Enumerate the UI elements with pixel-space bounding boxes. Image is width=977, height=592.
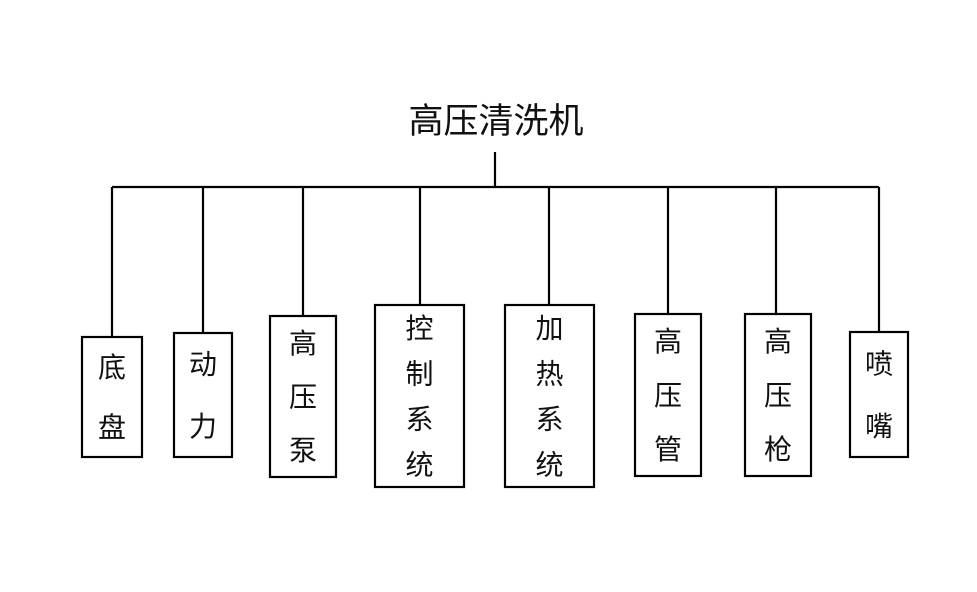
node-high-pressure-gun[interactable]: 高压枪高压枪 <box>743 312 813 478</box>
node-chassis[interactable]: 底盘底盘 <box>80 335 144 459</box>
node-label-char: 管 <box>654 433 682 466</box>
node-label-char: 统 <box>535 448 563 481</box>
node-label-char: 高 <box>654 325 682 358</box>
node-label-char: 力 <box>189 410 217 443</box>
node-box-high-pressure-gun[interactable] <box>743 312 813 478</box>
node-label-char: 统 <box>405 448 433 481</box>
node-label-char: 底 <box>98 351 126 384</box>
node-label-char: 嘴 <box>865 410 893 443</box>
node-label-char: 动 <box>189 348 217 381</box>
node-control-system[interactable]: 控制系统控制系统 <box>373 303 466 489</box>
node-label-char: 压 <box>289 381 317 414</box>
child-nodes-group: 底盘底盘动力动力高压泵高压泵控制系统控制系统加热系统加热系统高压管高压管高压枪高… <box>80 303 910 489</box>
node-label-char: 制 <box>405 357 433 390</box>
root-node[interactable]: 高压清洗机 <box>408 102 584 187</box>
node-label-char: 系 <box>405 403 433 436</box>
node-box-power[interactable] <box>172 331 234 459</box>
node-box-nozzle[interactable] <box>848 330 910 459</box>
node-high-pressure-pump[interactable]: 高压泵高压泵 <box>268 314 338 479</box>
node-label-char: 高 <box>289 327 317 360</box>
node-label-char: 盘 <box>98 411 126 444</box>
node-box-high-pressure-pump[interactable] <box>268 314 338 479</box>
root-node-label: 高压清洗机 <box>408 102 583 142</box>
node-label-char: 控 <box>405 312 433 345</box>
node-heating-system[interactable]: 加热系统加热系统 <box>503 303 596 489</box>
node-label-char: 枪 <box>764 433 792 466</box>
drop-connectors-group <box>110 187 881 337</box>
node-power[interactable]: 动力动力 <box>172 331 234 459</box>
node-box-heating-system[interactable] <box>503 303 596 489</box>
node-box-control-system[interactable] <box>373 303 466 489</box>
node-box-high-pressure-hose[interactable] <box>633 312 703 478</box>
node-label-char: 加 <box>535 312 563 345</box>
node-high-pressure-hose[interactable]: 高压管高压管 <box>633 312 703 478</box>
node-label-char: 压 <box>764 379 792 412</box>
node-label-char: 系 <box>535 403 563 436</box>
node-label-char: 喷 <box>865 347 893 380</box>
node-label-char: 高 <box>764 325 792 358</box>
node-label-char: 泵 <box>289 434 317 467</box>
node-nozzle[interactable]: 喷嘴喷嘴 <box>848 330 910 459</box>
node-label-char: 热 <box>535 357 563 390</box>
node-box-chassis[interactable] <box>80 335 144 459</box>
node-label-char: 压 <box>654 379 682 412</box>
